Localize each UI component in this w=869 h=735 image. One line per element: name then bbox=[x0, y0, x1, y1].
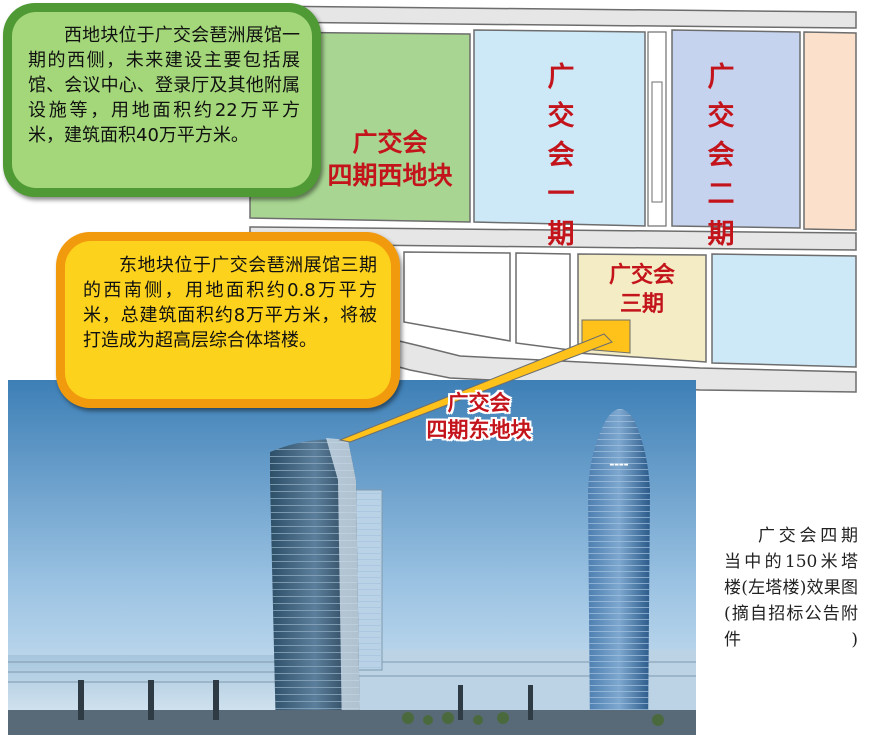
tower-rendering: ▬▬▬▬ bbox=[8, 380, 696, 735]
west-callout: 西地块位于广交会琶洲展馆一期的西侧，未来建设主要包括展馆、会议中心、登录厅及其他… bbox=[3, 3, 321, 197]
lower-parcel-right bbox=[711, 253, 857, 368]
left-tower-fin bbox=[326, 438, 360, 735]
east-callout-text: 东地块位于广交会琶洲展馆三期的西南侧，用地面积约0.8万平方米，总建筑面积约8万… bbox=[83, 255, 377, 351]
east-plot-label-line2: 四期东地块 bbox=[426, 418, 532, 442]
west-callout-body: 西地块位于广交会琶洲展馆一期的西侧，未来建设主要包括展馆、会议中心、登录厅及其他… bbox=[12, 12, 312, 188]
phase1-gap-inner bbox=[651, 81, 663, 203]
phase2-plot bbox=[671, 29, 801, 229]
west-plot-label: 广交会 四期西地块 bbox=[305, 127, 475, 192]
podium-left bbox=[8, 655, 278, 715]
phase2-char: 二 bbox=[707, 179, 735, 211]
phase2-char: 会 bbox=[707, 140, 735, 172]
west-plot-label-line2: 四期西地块 bbox=[327, 160, 453, 190]
road-north bbox=[249, 5, 857, 29]
phase1-char: 期 bbox=[547, 218, 575, 250]
lower-parcel-2 bbox=[515, 252, 571, 351]
phase1-char: 交 bbox=[547, 101, 575, 133]
photo-caption-text: 广交会四期当中的150米塔楼(左塔楼)效果图(摘自招标公告附件) bbox=[724, 526, 858, 650]
phase3-label-line1: 广交会 bbox=[608, 263, 675, 288]
photo-caption: 广交会四期当中的150米塔楼(左塔楼)效果图(摘自招标公告附件) bbox=[724, 523, 858, 653]
phase1-char: 会 bbox=[547, 140, 575, 172]
east-plot-label-line1: 广交会 bbox=[447, 391, 511, 415]
east-plot-marker bbox=[581, 319, 631, 354]
phase2-label: 广 交 会 二 期 bbox=[704, 58, 738, 254]
phase2-char: 期 bbox=[707, 218, 735, 250]
phase3-label: 广交会 三期 bbox=[592, 262, 692, 319]
east-callout-body: 东地块位于广交会琶洲展馆三期的西南侧，用地面积约0.8万平方米，总建筑面积约8万… bbox=[65, 241, 391, 399]
east-callout: 东地块位于广交会琶洲展馆三期的西南侧，用地面积约0.8万平方米，总建筑面积约8万… bbox=[56, 232, 400, 408]
phase1-char: 广 bbox=[547, 62, 575, 93]
phase3-label-line2: 三期 bbox=[619, 291, 664, 317]
phase1-plot bbox=[473, 29, 646, 227]
west-plot-label-line1: 广交会 bbox=[352, 128, 428, 157]
phase1-label: 广 交 会 一 期 bbox=[544, 58, 578, 254]
east-edge-plot bbox=[803, 31, 857, 231]
phase1-char: 一 bbox=[547, 179, 575, 211]
ground bbox=[8, 710, 696, 735]
lower-parcel-1 bbox=[403, 251, 511, 342]
right-tower-logo: ▬▬▬▬ bbox=[610, 462, 629, 468]
phase2-char: 交 bbox=[707, 101, 735, 133]
east-plot-label: 广交会 四期东地块 bbox=[404, 390, 554, 444]
phase2-char: 广 bbox=[707, 62, 735, 93]
west-callout-text: 西地块位于广交会琶洲展馆一期的西侧，未来建设主要包括展馆、会议中心、登录厅及其他… bbox=[28, 25, 300, 146]
